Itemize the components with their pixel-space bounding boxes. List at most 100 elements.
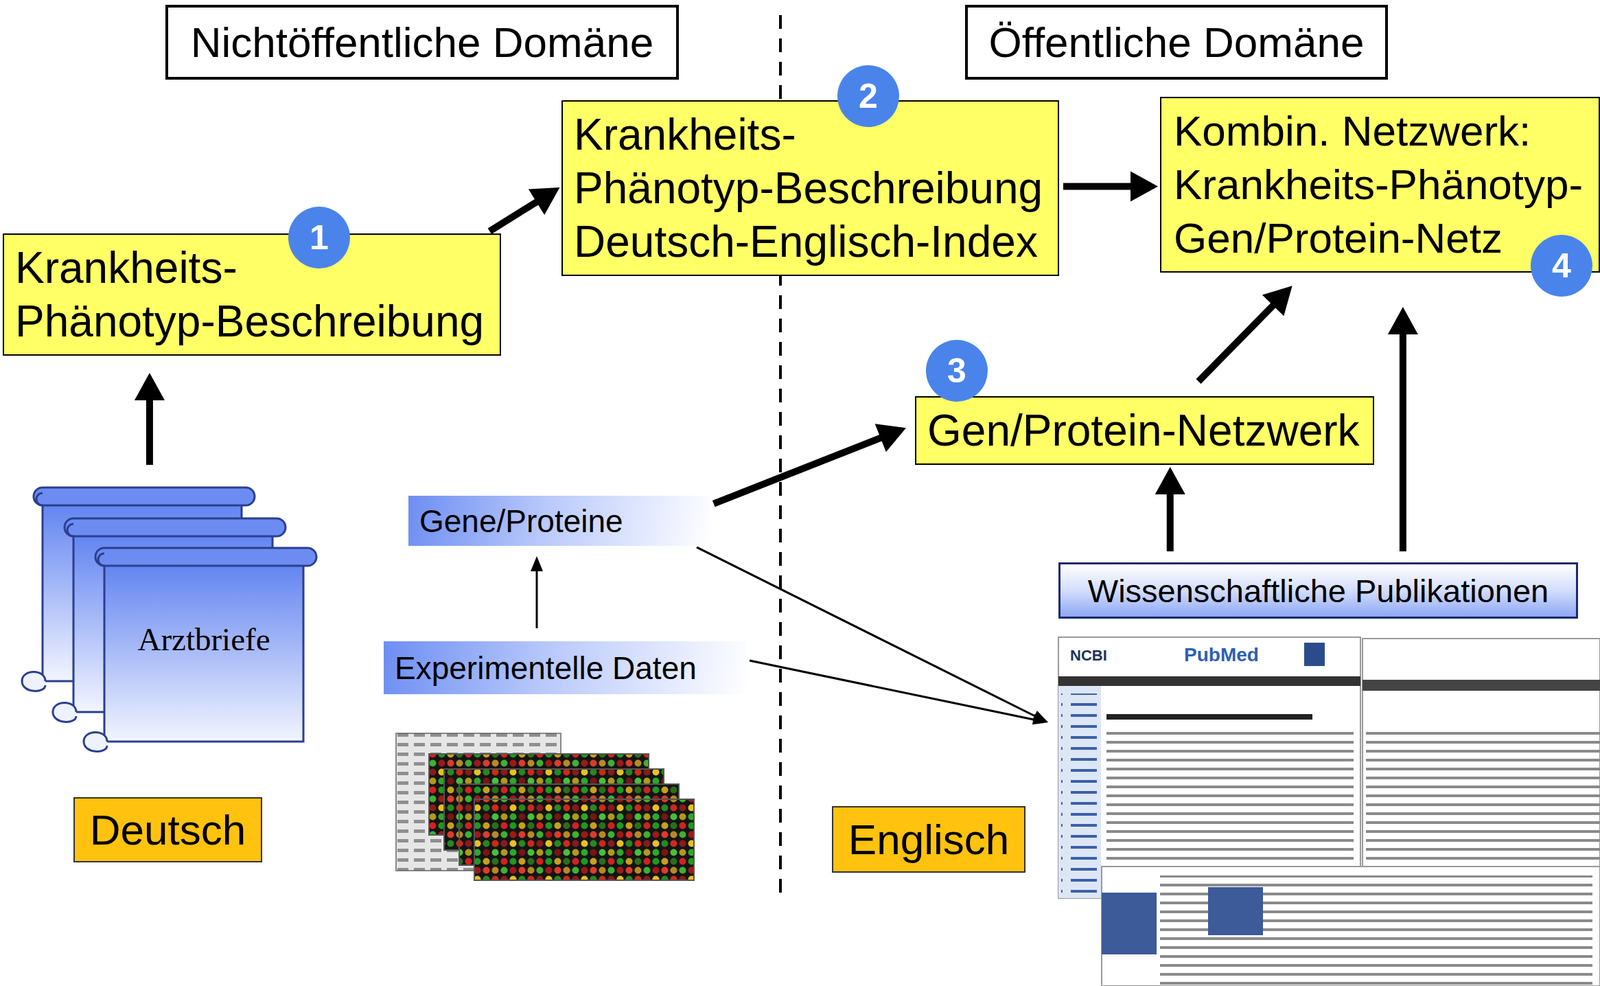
scroll-curl <box>83 732 108 752</box>
text-word: Krankheits-Phänotyp- <box>1173 160 1583 208</box>
connector-arrow <box>489 187 560 232</box>
pubmed-screenshot-part <box>1160 875 1593 986</box>
text-word: Gen/Protein-Netz <box>1173 214 1503 262</box>
pubmed-screenshot-part <box>1058 685 1101 898</box>
text-word: Publikationen <box>1354 572 1549 609</box>
pubmed-screenshot-part <box>1101 892 1157 955</box>
text-word: Krankheits- <box>573 109 797 160</box>
node-text: Arztbriefe <box>104 620 304 658</box>
leader-arrows <box>696 547 1049 725</box>
arrowhead <box>134 372 165 401</box>
node-text: Öffentliche Domäne <box>989 17 1365 67</box>
scroll-roll <box>64 518 286 537</box>
scroll-curl <box>36 492 43 506</box>
scroll-roll <box>33 487 255 506</box>
node-text: Krankheits- Phänotyp-Beschreibung <box>15 240 489 349</box>
callout-number: 4 <box>1530 234 1593 297</box>
scroll-body <box>104 557 304 742</box>
source-box: Gene/Proteine <box>408 495 712 546</box>
scroll-roll <box>95 547 317 566</box>
text-word: Daten <box>612 650 697 686</box>
arrowhead <box>1387 306 1419 335</box>
callout-number: 3 <box>925 339 988 402</box>
pubmed-screenshot-part <box>1058 636 1361 898</box>
screenshot-logo: NCBI <box>1068 646 1110 665</box>
leader-arrows-part <box>1032 713 1049 725</box>
process-box: Krankheits- Phänotyp-Beschreibung Deutsc… <box>561 100 1060 276</box>
text-word: Kombin. <box>1173 107 1330 155</box>
connector-line <box>536 569 539 629</box>
domain-title: Nichtöffentliche Domäne <box>165 4 679 80</box>
text-word: Arztbriefe <box>137 621 270 657</box>
arrowhead <box>875 423 907 452</box>
node-text: Deutsch <box>89 805 246 854</box>
node-text: Krankheits- Phänotyp-Beschreibung Deutsc… <box>573 107 1047 269</box>
text-word: Phänotyp-Beschreibung <box>15 296 484 346</box>
scroll-curl <box>52 702 77 723</box>
node-text: Englisch <box>848 814 1010 864</box>
source-box: Wissenschaftliche Publikationen <box>1058 562 1579 619</box>
microarray-image-part <box>474 798 694 880</box>
pubmed-screenshot-part <box>1365 727 1600 865</box>
scroll-sheet <box>83 547 317 751</box>
arrowhead <box>1155 466 1186 495</box>
screenshot-logo: PubMed <box>1181 643 1261 666</box>
leader-arrows-part <box>749 660 1034 720</box>
node-text: Experimentelle Daten <box>394 649 697 687</box>
arrowhead <box>1130 170 1158 202</box>
pubmed-screenshot <box>1058 636 1600 986</box>
callout-number: 1 <box>288 206 351 269</box>
language-tag: Deutsch <box>73 796 263 863</box>
text-word: Netzwerk: <box>1341 107 1532 155</box>
connector-line <box>1198 304 1274 381</box>
text-word: Gene/Proteine <box>419 503 624 539</box>
pubmed-screenshot-part <box>1101 866 1600 986</box>
pubmed-screenshot-part <box>1058 676 1361 686</box>
connector-arrow <box>530 555 543 629</box>
text-word: Krankheits- <box>15 242 238 293</box>
connector-line <box>146 398 154 465</box>
connector-line <box>1166 492 1174 552</box>
connector-line <box>1399 332 1407 552</box>
pubmed-screenshot-part <box>1106 713 1313 720</box>
scroll-stack <box>15 481 332 756</box>
connector-arrow <box>1155 466 1186 552</box>
scroll-curl <box>21 671 46 692</box>
process-box: Kombin. Netzwerk: Krankheits-Phänotyp- G… <box>1160 96 1600 273</box>
text-word: Englisch <box>848 815 1010 863</box>
pubmed-screenshot-part <box>1362 638 1600 879</box>
connector-line <box>1063 182 1132 190</box>
connector-arrow <box>1063 170 1158 202</box>
scroll-curl <box>98 553 105 566</box>
connector-line <box>713 437 883 504</box>
text-word: Gen/Protein-Netzwerk <box>927 405 1360 456</box>
node-text: Kombin. Netzwerk: Krankheits-Phänotyp- G… <box>1173 104 1592 265</box>
domain-title: Öffentliche Domäne <box>965 4 1388 80</box>
pubmed-screenshot-part <box>1362 679 1600 691</box>
text-word: Domäne <box>1203 18 1364 66</box>
text-word: Öffentliche <box>989 18 1192 66</box>
text-word: Deutsch-Englisch-Index <box>573 216 1038 267</box>
node-text: Nichtöffentliche Domäne <box>190 17 654 67</box>
pubmed-screenshot-part <box>1208 886 1263 935</box>
node-text: Gene/Proteine <box>419 502 624 540</box>
document-stack: Arztbriefe <box>15 481 332 756</box>
text-word: Wissenschaftliche <box>1087 572 1347 609</box>
process-box: Gen/Protein-Netzwerk <box>914 396 1375 465</box>
microarray-image <box>396 733 694 880</box>
arrowhead <box>1262 285 1293 316</box>
node-text: Wissenschaftliche Publikationen <box>1087 571 1549 610</box>
source-box: Experimentelle Daten <box>383 641 749 694</box>
text-word: Phänotyp-Beschreibung <box>573 163 1043 213</box>
text-word: Experimentelle <box>394 650 604 686</box>
text-word: Deutsch <box>89 805 246 854</box>
connector-arrow <box>713 423 907 504</box>
arrowhead <box>530 555 543 572</box>
pubmed-screenshot-part <box>1304 642 1325 666</box>
pubmed-screenshot-part <box>1061 693 1097 893</box>
callout-number: 2 <box>837 65 900 127</box>
scroll-curl <box>67 523 74 537</box>
process-box: Krankheits- Phänotyp-Beschreibung <box>2 233 502 356</box>
node-text: Gen/Protein-Netzwerk <box>927 403 1362 458</box>
